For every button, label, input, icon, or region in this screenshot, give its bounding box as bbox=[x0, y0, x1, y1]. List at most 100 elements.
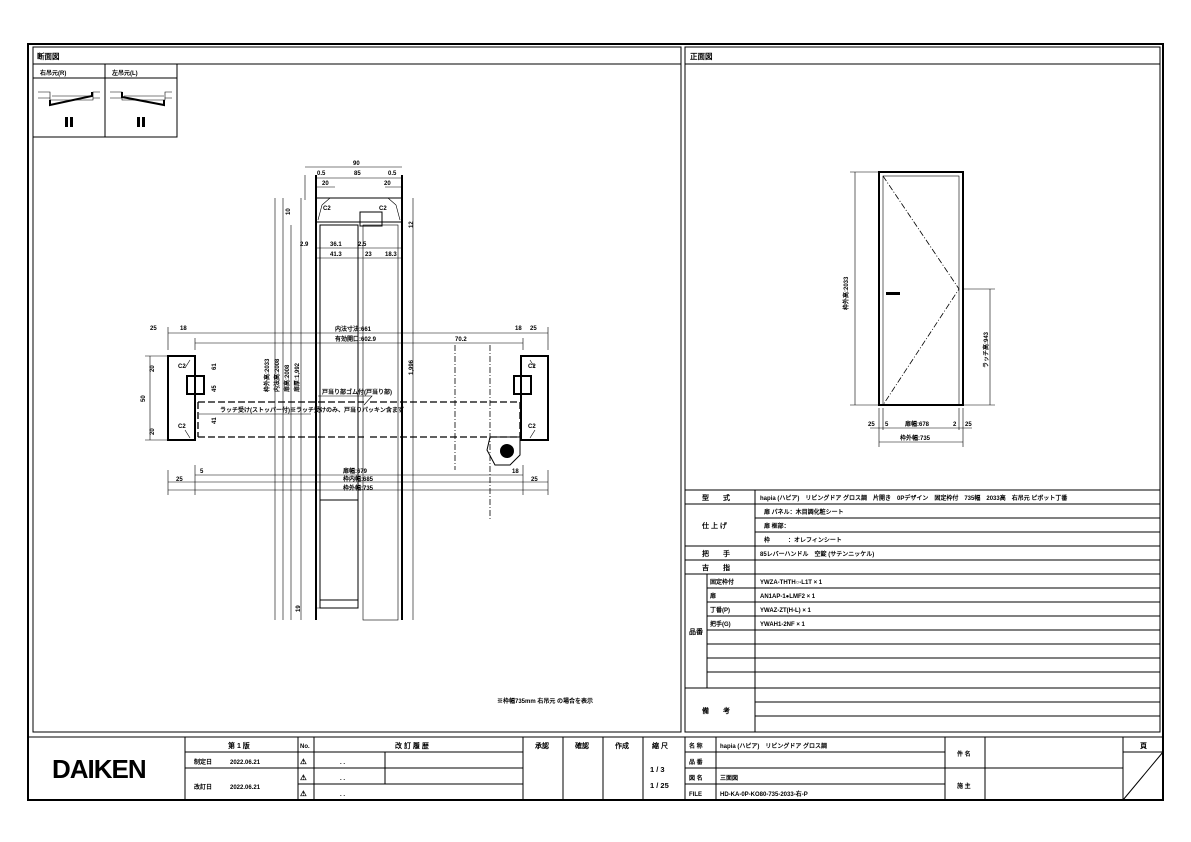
warning-icon: ⚠ bbox=[300, 757, 307, 766]
section-panel-title: 断面図 bbox=[37, 51, 60, 61]
name-label: 名 称 bbox=[689, 742, 703, 750]
name-value: hapia (ハピア) リビングドア グロス調 bbox=[720, 742, 827, 750]
dim-70-2: 70.2 bbox=[455, 337, 467, 343]
dim-h10: 10 bbox=[286, 208, 292, 215]
no-label: No. bbox=[300, 744, 310, 750]
dim-b18: 18 bbox=[512, 469, 519, 475]
elev-b2: 2 bbox=[953, 422, 957, 428]
elev-b25l: 25 bbox=[868, 422, 875, 428]
dim-inner: 内法寸法:661 bbox=[335, 325, 372, 333]
part-name: 扉 bbox=[709, 592, 716, 600]
elev-door-width: 扉幅:678 bbox=[904, 420, 930, 428]
history-label: 改 訂 履 歴 bbox=[395, 741, 429, 750]
dim-36-1: 36.1 bbox=[330, 242, 342, 248]
svg-text:C2: C2 bbox=[178, 364, 186, 370]
dim-top-b: 85 bbox=[354, 171, 361, 177]
revised-date: 2022.06.21 bbox=[230, 785, 261, 791]
dim-top-d: 20 bbox=[322, 181, 329, 187]
scale-value: 1 / 25 bbox=[650, 781, 669, 790]
type-value: hapia (ハピア) リビングドア グロス調 片開き 0Pデザイン 固定枠付 … bbox=[760, 494, 1068, 502]
note-stop: 戸当り部ゴム付(戸当り部) bbox=[322, 388, 392, 396]
established-label: 制定日 bbox=[194, 758, 212, 766]
file-value: HD-KA-0P-KO80-735-2033-右-P bbox=[720, 790, 808, 798]
finish-stile: 扉 框部： bbox=[763, 522, 790, 530]
dim-height-z: 1,996 bbox=[409, 359, 415, 375]
dim-b25r: 25 bbox=[531, 477, 538, 483]
revised-label: 改訂日 bbox=[194, 783, 212, 791]
finish-label: 仕 上 げ bbox=[701, 521, 728, 530]
hinge-left-label: 左吊元(L) bbox=[111, 69, 138, 77]
dim-v45: 45 bbox=[212, 385, 218, 392]
part-name: 固定枠付 bbox=[710, 578, 734, 586]
dim-v50: 50 bbox=[141, 395, 147, 402]
warning-icon: ⚠ bbox=[300, 789, 307, 798]
sheet-border bbox=[27, 43, 1164, 801]
project-label: 件 名 bbox=[957, 750, 971, 758]
dim-left-18: 18 bbox=[180, 326, 187, 332]
title-block: DAIKEN 第 1 版 制定日 2022.06.21 改訂日 2022.06.… bbox=[28, 736, 1164, 801]
history-row: . . bbox=[340, 792, 345, 798]
page-label: 頁 bbox=[1140, 742, 1147, 750]
elev-outer-width: 枠外幅:735 bbox=[900, 434, 931, 442]
dim-b25l: 25 bbox=[176, 477, 183, 483]
part-code: YWAZ-ZT(H-L) × 1 bbox=[760, 608, 811, 614]
dim-2-5: 2.5 bbox=[358, 242, 367, 248]
dim-bottom: 19 bbox=[296, 605, 302, 612]
elev-height: 枠外高:2033 bbox=[842, 276, 850, 310]
dim-b5: 5 bbox=[200, 469, 204, 475]
parts-label: 品番 bbox=[689, 627, 704, 636]
dim-h12: 12 bbox=[409, 221, 415, 228]
dim-v61: 61 bbox=[212, 363, 218, 370]
hinge-right-label: 右吊元(R) bbox=[39, 69, 66, 77]
dim-right-18: 18 bbox=[515, 326, 522, 332]
section-panel bbox=[32, 46, 682, 733]
finish-panel: 扉 パネル：木目調化粧シート bbox=[763, 508, 844, 516]
handle-value: 85レバーハンドル 空錠 (サテンニッケル) bbox=[760, 550, 874, 558]
dim-23: 23 bbox=[365, 252, 372, 258]
svg-text:C2: C2 bbox=[528, 364, 536, 370]
dim-height-d: 扉厚:1,992 bbox=[293, 362, 301, 393]
dim-frame-inner: 枠内幅:685 bbox=[343, 475, 374, 483]
elevation-panel-title: 正面図 bbox=[690, 52, 713, 61]
note-latch: ラッチ受け(ストッパー付)※ラッチ受けのみ、戸当りパッキン含まず bbox=[220, 406, 404, 414]
history-row: . . bbox=[340, 776, 345, 782]
dim-18-3: 18.3 bbox=[385, 252, 397, 258]
dim-right-25: 25 bbox=[530, 326, 537, 332]
dim-v20a: 20 bbox=[150, 365, 156, 372]
type-label: 型 式 bbox=[702, 493, 730, 502]
part-code: AN1AP-1●LMF2 × 1 bbox=[760, 594, 816, 600]
dim-41-3: 41.3 bbox=[330, 252, 342, 258]
code-label: 品 番 bbox=[689, 758, 704, 766]
hinge-legend: 右吊元(R) 左吊元(L) bbox=[32, 63, 178, 138]
remarks-label: 備 考 bbox=[702, 706, 730, 715]
section-footnote: ※枠幅735mm 右吊元 の場合を表示 bbox=[497, 697, 593, 705]
elev-b25r: 25 bbox=[965, 422, 972, 428]
check-label: 確認 bbox=[575, 741, 589, 750]
svg-text:C2: C2 bbox=[178, 424, 186, 430]
svg-text:C2: C2 bbox=[323, 206, 331, 212]
owner-label: 施 主 bbox=[957, 782, 971, 790]
dim-2-9: 2.9 bbox=[300, 242, 309, 248]
scale-label: 縮 尺 bbox=[652, 741, 668, 750]
elevation-panel bbox=[684, 46, 1161, 733]
spec-table: 型 式 hapia (ハピア) リビングドア グロス調 片開き 0Pデザイン 固… bbox=[685, 489, 1160, 732]
dim-top-width: 90 bbox=[353, 161, 360, 167]
dim-height-b: 内法高:2008 bbox=[273, 358, 281, 392]
part-code: YWAH1-2NF × 1 bbox=[760, 622, 806, 628]
history-row: . . bbox=[340, 760, 345, 766]
established-date: 2022.06.21 bbox=[230, 760, 261, 766]
dim-height-a: 枠外高:2033 bbox=[263, 358, 271, 392]
file-label: FILE bbox=[689, 792, 702, 798]
dim-v41: 41 bbox=[212, 417, 218, 424]
dim-effective: 有効開口:602.9 bbox=[335, 335, 377, 343]
door-elevation: 枠外高:2033 ラッチ高:943 25 5 扉幅:678 2 25 枠外幅:7… bbox=[842, 171, 995, 447]
drawing-value: 三面図 bbox=[720, 774, 738, 782]
hardware-label: 吉 指 bbox=[702, 563, 730, 572]
dim-door-width: 扉幅:679 bbox=[342, 467, 368, 475]
daiken-logo: DAIKEN bbox=[52, 754, 146, 784]
elev-latch: ラッチ高:943 bbox=[982, 331, 990, 368]
part-name: 丁番(P) bbox=[710, 606, 730, 614]
